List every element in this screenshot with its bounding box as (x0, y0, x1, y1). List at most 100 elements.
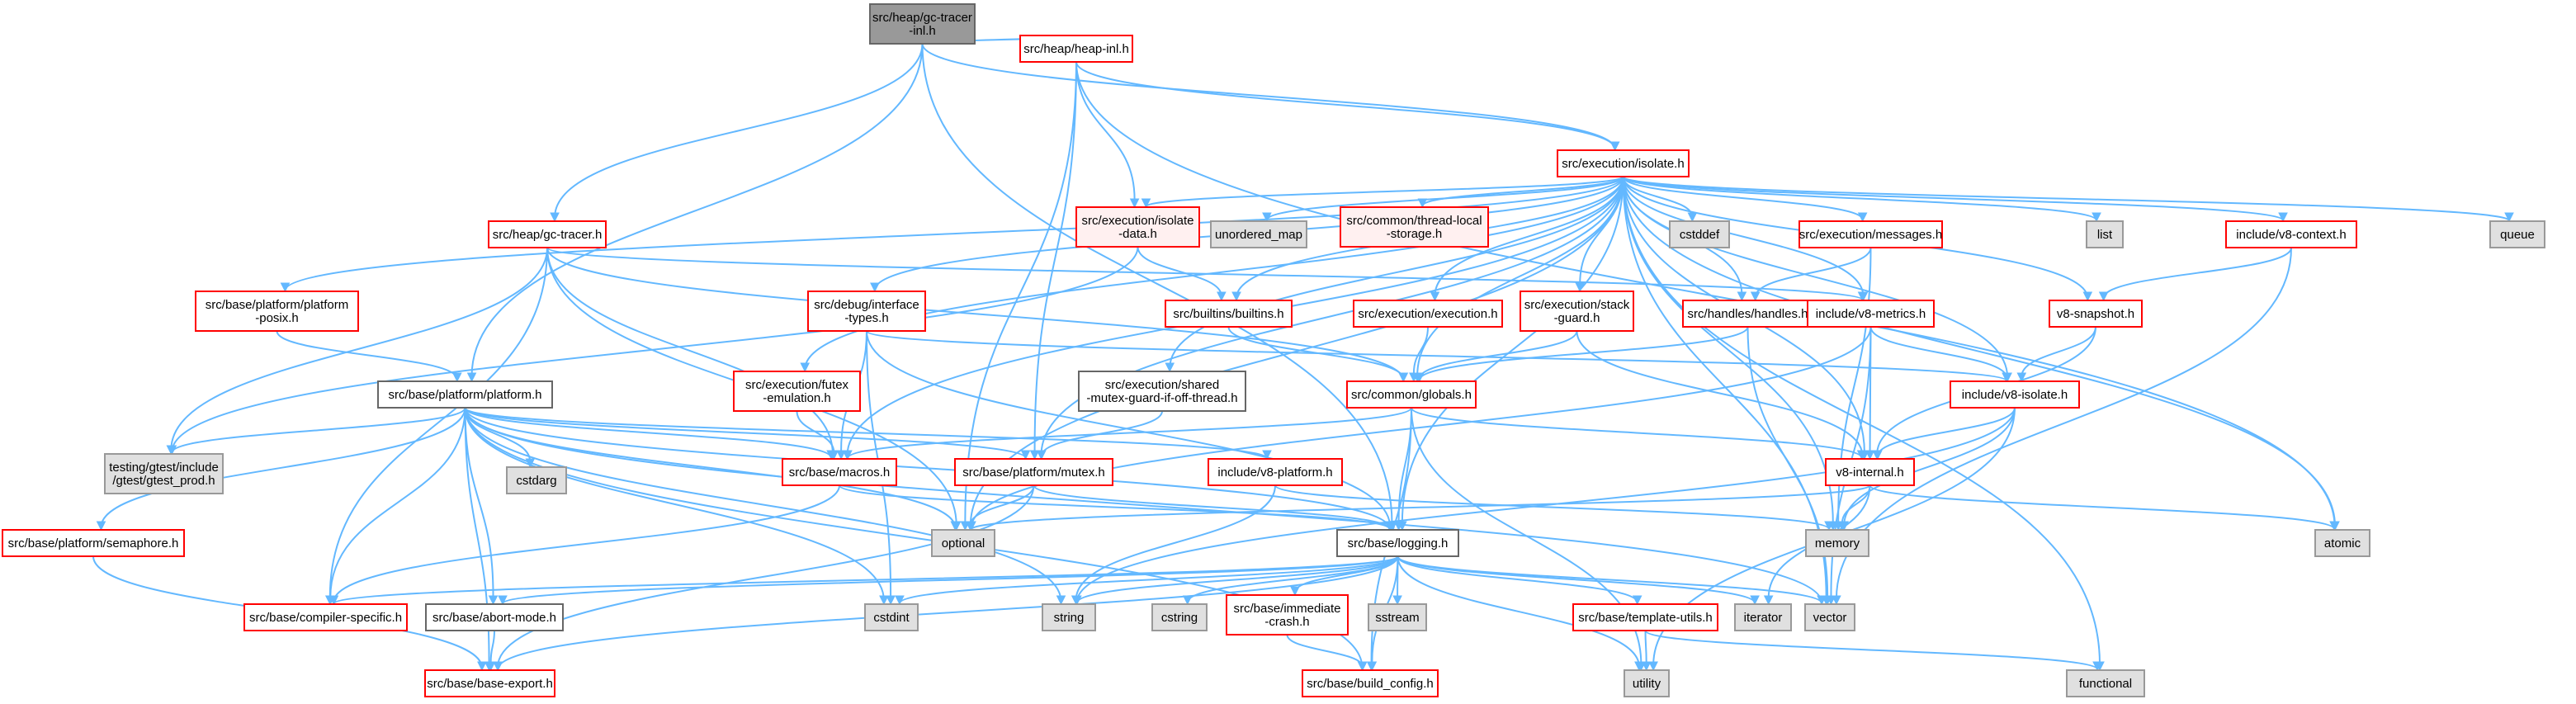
node-box (1151, 603, 1208, 631)
node-label: cstdint (873, 611, 910, 625)
node-label: src/heap/gc-tracer (872, 11, 972, 25)
node-builtins[interactable]: src/builtins/builtins.h (1165, 300, 1293, 328)
node-macros[interactable]: src/base/macros.h (782, 458, 897, 486)
node-thread-local[interactable]: src/common/thread-local-storage.h (1340, 206, 1489, 248)
edge-platform-to-compiler_specific (325, 407, 466, 606)
edge-platform-to-gtest_prod (167, 407, 466, 456)
node-box (488, 220, 607, 248)
node-shared-mutex[interactable]: src/execution/shared-mutex-guard-if-off-… (1078, 371, 1246, 412)
edge-isolate-to-futex (800, 176, 1624, 373)
edge-platform_posix-to-platform (276, 330, 462, 383)
node-v8-internal[interactable]: v8-internal.h (1825, 458, 1915, 486)
node-cstring: cstring (1151, 603, 1208, 631)
node-box (195, 291, 359, 332)
node-stack-guard[interactable]: src/execution/stack-guard.h (1520, 291, 1634, 332)
node-abort-mode[interactable]: src/base/abort-mode.h (425, 603, 564, 631)
node-box (807, 291, 926, 332)
node-box (1557, 149, 1690, 177)
node-label: src/base/platform/mutex.h (962, 465, 1105, 480)
node-label: include/v8-isolate.h (1962, 388, 2068, 402)
edge-isolate-to-functional (1622, 176, 2105, 672)
node-label: v8-snapshot.h (2057, 307, 2134, 321)
edge-root-to-logging (921, 43, 1397, 532)
node-label: sstream (1375, 611, 1419, 625)
node-base-export[interactable]: src/base/base-export.h (424, 669, 555, 697)
edge-heap_inl-to-mutex (1029, 61, 1077, 461)
node-cstdarg: cstdarg (506, 466, 567, 494)
node-box (1572, 603, 1718, 631)
edge-heap_inl-to-isolate (1075, 61, 1620, 152)
node-gc-tracer[interactable]: src/heap/gc-tracer.h (488, 220, 607, 248)
node-label: /gtest/gtest_prod.h (112, 474, 215, 488)
edge-platform-to-macros (464, 407, 836, 461)
node-unordered-map: unordered_map (1210, 220, 1307, 248)
edge-v8_internal-to-optional (967, 484, 1871, 532)
edge-isolate-to-v8_context (1622, 176, 2288, 223)
node-isolate-data[interactable]: src/execution/isolate-data.h (1075, 206, 1200, 248)
node-utility: utility (1624, 669, 1670, 697)
edge-template_utils-to-functional (1644, 630, 2102, 672)
node-platform-posix[interactable]: src/base/platform/platform-posix.h (195, 291, 359, 332)
edge-mutex-to-logging (1033, 484, 1395, 532)
node-label: src/execution/shared (1105, 378, 1219, 392)
node-label: list (2097, 228, 2113, 242)
node-box (2086, 220, 2124, 248)
node-cstddef: cstddef (1669, 220, 1730, 248)
nodes-layer: src/heap/gc-tracer-inl.h src/heap/heap-in… (2, 3, 2545, 697)
node-box (2314, 529, 2370, 557)
node-platform[interactable]: src/base/platform/platform.h (377, 380, 553, 409)
node-interface-types[interactable]: src/debug/interface-types.h (807, 291, 926, 332)
node-label: src/execution/isolate (1082, 214, 1194, 228)
node-box (931, 529, 995, 557)
node-box (1340, 206, 1489, 248)
node-label: src/base/abort-mode.h (432, 611, 556, 625)
node-v8-platform[interactable]: include/v8-platform.h (1208, 458, 1343, 486)
node-globals[interactable]: src/common/globals.h (1346, 380, 1477, 409)
node-label: src/base/platform/platform.h (389, 388, 542, 402)
edge-gc_tracer-to-compiler_specific (324, 247, 548, 606)
node-label: src/builtins/builtins.h (1173, 307, 1283, 321)
node-heap-inl[interactable]: src/heap/heap-inl.h (1019, 35, 1133, 63)
node-mutex[interactable]: src/base/platform/mutex.h (954, 458, 1113, 486)
edge-heap_inl-to-isolate_data (1075, 61, 1140, 209)
node-isolate[interactable]: src/execution/isolate.h (1557, 149, 1690, 177)
node-compiler-specific[interactable]: src/base/compiler-specific.h (243, 603, 408, 631)
node-label: -types.h (844, 311, 888, 325)
edge-isolate-to-thread_local (1417, 176, 1624, 209)
node-box (104, 453, 224, 494)
node-futex[interactable]: src/execution/futex-emulation.h (733, 371, 861, 412)
node-build-config[interactable]: src/base/build_config.h (1302, 669, 1439, 697)
node-label: src/base/build_config.h (1307, 677, 1433, 691)
node-box (954, 458, 1113, 486)
node-handles[interactable]: src/handles/handles.h (1682, 300, 1813, 328)
node-template-utils[interactable]: src/base/template-utils.h (1572, 603, 1718, 631)
node-label: v8-internal.h (1836, 465, 1904, 480)
node-box (782, 458, 897, 486)
node-v8-metrics[interactable]: include/v8-metrics.h (1807, 300, 1935, 328)
node-semaphore[interactable]: src/base/platform/semaphore.h (2, 529, 185, 557)
node-box (1669, 220, 1730, 248)
node-label: -inl.h (909, 24, 936, 38)
node-label: src/base/base-export.h (427, 677, 553, 691)
node-execution[interactable]: src/execution/execution.h (1353, 300, 1503, 328)
node-box (506, 466, 567, 494)
node-box (1950, 380, 2080, 409)
edge-root-to-gc_tracer (550, 43, 924, 223)
edge-v8_isolate-to-string (1071, 407, 2016, 606)
node-label: -emulation.h (763, 391, 831, 405)
node-messages[interactable]: src/execution/messages.h (1798, 220, 1943, 248)
node-box (869, 3, 976, 45)
edge-logging-to-string (1072, 555, 1399, 606)
edge-handles-to-vector (1746, 326, 1832, 606)
node-box (1798, 220, 1943, 248)
node-v8-context[interactable]: include/v8-context.h (2225, 220, 2357, 248)
node-logging[interactable]: src/base/logging.h (1336, 529, 1459, 557)
node-v8-snapshot[interactable]: v8-snapshot.h (2049, 300, 2143, 328)
edge-isolate-to-v8_isolate (1622, 176, 2012, 383)
node-immediate-crash[interactable]: src/base/immediate-crash.h (1226, 594, 1349, 635)
edge-builtins-to-globals (1227, 326, 1409, 383)
node-v8-isolate[interactable]: include/v8-isolate.h (1950, 380, 2080, 409)
node-box (1075, 206, 1200, 248)
edge-isolate-to-queue (1622, 176, 2514, 223)
